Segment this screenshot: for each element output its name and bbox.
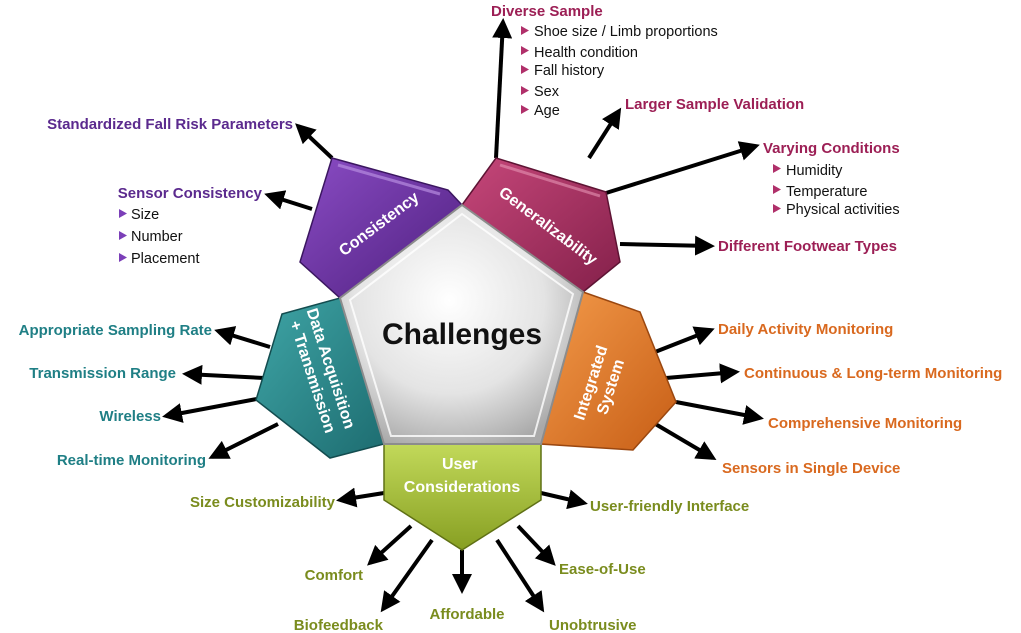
label-diverse-sample: Diverse Sample xyxy=(491,3,603,20)
arrow-sampling xyxy=(214,326,271,349)
arrow-continuous xyxy=(665,363,740,384)
arrow-footwear xyxy=(619,235,715,256)
integrated-system-panel: Integrated System xyxy=(540,291,677,451)
arrow-single xyxy=(650,420,717,461)
user-labels: Size Customizability User-friendly Inter… xyxy=(190,494,749,633)
arrow-size-custom xyxy=(336,487,385,508)
label-biofeedback: Biofeedback xyxy=(294,617,384,633)
diverse-item: Age xyxy=(534,103,560,119)
varying-item: Temperature xyxy=(786,184,867,200)
arrow-user-friendly xyxy=(540,489,588,510)
bullet-icon xyxy=(773,185,781,194)
arrow-ease xyxy=(516,524,556,566)
arrows xyxy=(162,18,764,613)
bullet-icon xyxy=(521,26,529,35)
label-single-device: Sensors in Single Device xyxy=(722,460,900,477)
bullet-icon xyxy=(773,164,781,173)
bullet-icon xyxy=(119,231,127,240)
diverse-item: Health condition xyxy=(534,45,638,61)
diverse-item: Shoe size / Limb proportions xyxy=(534,24,718,40)
label-realtime: Real-time Monitoring xyxy=(57,452,206,469)
challenges-center: Challenges xyxy=(338,203,585,445)
label-comprehensive: Comprehensive Monitoring xyxy=(768,415,962,432)
arrow-larger-sample xyxy=(587,107,622,160)
data-labels: Appropriate Sampling Rate Transmission R… xyxy=(19,322,212,469)
bullet-icon xyxy=(119,209,127,218)
generalizability-labels: Diverse Sample Shoe size / Limb proporti… xyxy=(491,3,900,255)
label-footwear: Different Footwear Types xyxy=(718,238,897,255)
label-affordable: Affordable xyxy=(430,606,505,623)
generalizability-panel: Generalizability xyxy=(460,157,621,293)
label-ease-of-use: Ease-of-Use xyxy=(559,561,646,578)
bullet-icon xyxy=(521,86,529,95)
arrow-range xyxy=(182,364,265,385)
label-daily: Daily Activity Monitoring xyxy=(718,321,893,338)
varying-item: Humidity xyxy=(786,163,843,179)
sensor-item: Size xyxy=(131,207,159,223)
sensor-items: Size Number Placement xyxy=(119,207,200,267)
label-size-custom: Size Customizability xyxy=(190,494,336,511)
bullet-icon xyxy=(119,253,127,262)
arrow-comfort xyxy=(367,524,413,566)
user-considerations-label: User Considerations xyxy=(404,456,521,496)
user-considerations-panel: User Considerations xyxy=(383,443,542,551)
label-varying-conditions: Varying Conditions xyxy=(763,140,900,157)
label-sensor-consistency: Sensor Consistency xyxy=(118,185,263,202)
arrow-sensor-consistency xyxy=(264,190,313,211)
center-title: Challenges xyxy=(382,318,542,351)
label-user-friendly: User-friendly Interface xyxy=(590,498,749,515)
varying-item: Physical activities xyxy=(786,202,900,218)
diverse-items: Shoe size / Limb proportions Health cond… xyxy=(521,24,718,119)
arrow-varying-conditions xyxy=(605,141,760,195)
integrated-labels: Daily Activity Monitoring Continuous & L… xyxy=(718,321,1002,477)
label-standardized: Standardized Fall Risk Parameters xyxy=(47,116,293,133)
bullet-icon xyxy=(773,204,781,213)
label-unobtrusive: Unobtrusive xyxy=(549,617,637,633)
sensor-item: Number xyxy=(131,229,183,245)
arrow-diverse-sample xyxy=(492,18,513,159)
arrow-wireless xyxy=(162,396,263,423)
label-comfort: Comfort xyxy=(305,567,363,584)
arrow-comprehensive xyxy=(675,400,764,425)
bullet-icon xyxy=(521,65,529,74)
arrow-standardized xyxy=(295,123,334,160)
bullet-icon xyxy=(521,46,529,55)
arrow-daily xyxy=(654,326,715,354)
bullet-icon xyxy=(521,105,529,114)
sensor-item: Placement xyxy=(131,251,200,267)
arrow-realtime xyxy=(208,422,279,459)
label-range: Transmission Range xyxy=(29,365,176,382)
label-sampling: Appropriate Sampling Rate xyxy=(19,322,212,339)
diverse-item: Sex xyxy=(534,84,560,100)
label-wireless: Wireless xyxy=(99,408,161,425)
varying-items: Humidity Temperature Physical activities xyxy=(773,163,900,218)
arrow-biofeedback xyxy=(380,538,434,613)
label-continuous: Continuous & Long-term Monitoring xyxy=(744,365,1002,382)
arrow-unobtrusive xyxy=(495,538,545,613)
consistency-labels: Standardized Fall Risk Parameters Sensor… xyxy=(47,116,293,267)
diverse-item: Fall history xyxy=(534,63,605,79)
label-larger-sample: Larger Sample Validation xyxy=(625,96,804,113)
